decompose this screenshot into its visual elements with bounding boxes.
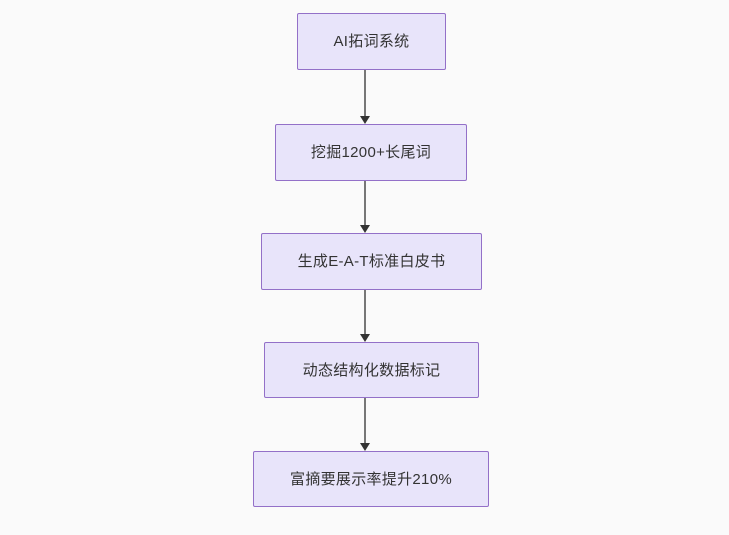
flowchart-node-4-label: 动态结构化数据标记 [302,361,441,379]
flowchart-node-5-label: 富摘要展示率提升210% [290,470,452,488]
arrow-down-icon [360,443,370,451]
flowchart-node-1[interactable]: AI拓词系统 [297,13,446,70]
flowchart-node-3-label: 生成E-A-T标准白皮书 [297,253,446,270]
connector-line [364,70,366,117]
flowchart-node-1-label: AI拓词系统 [333,33,410,50]
flowchart-node-5[interactable]: 富摘要展示率提升210% [253,451,489,507]
flowchart-connector-1 [359,70,371,124]
connector-line [364,181,366,226]
arrow-down-icon [360,334,370,342]
flowchart-node-3[interactable]: 生成E-A-T标准白皮书 [261,233,482,290]
connector-line [364,290,366,335]
flowchart-node-4[interactable]: 动态结构化数据标记 [264,342,479,398]
flowchart-connector-3 [359,290,371,342]
arrow-down-icon [360,225,370,233]
connector-line [364,398,366,444]
flowchart-node-2[interactable]: 挖掘1200+长尾词 [275,124,467,181]
flowchart-connector-2 [359,181,371,233]
flowchart-connector-4 [359,398,371,451]
flowchart-node-2-label: 挖掘1200+长尾词 [310,144,432,161]
arrow-down-icon [360,116,370,124]
